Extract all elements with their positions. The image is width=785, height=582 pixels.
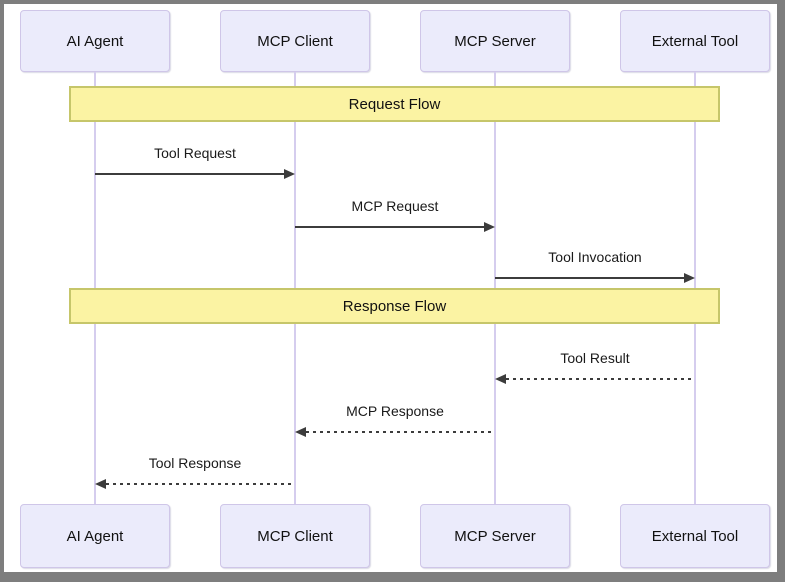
arrowhead-right-icon bbox=[284, 169, 295, 179]
message-label-tool-invocation: Tool Invocation bbox=[548, 249, 642, 265]
section-label: Request Flow bbox=[348, 95, 441, 113]
actor-box-mcp-client-top: MCP Client bbox=[220, 10, 370, 72]
section-bar-request-flow: Request Flow bbox=[69, 86, 720, 122]
section-bar-response-flow: Response Flow bbox=[69, 288, 720, 324]
arrowhead-left-icon bbox=[495, 374, 506, 384]
actor-box-mcp-client-bottom: MCP Client bbox=[220, 504, 370, 568]
message-arrow-tool-response bbox=[106, 483, 295, 485]
arrowhead-left-icon bbox=[295, 427, 306, 437]
message-label-tool-response: Tool Response bbox=[148, 455, 242, 471]
message-label-tool-request: Tool Request bbox=[154, 145, 236, 161]
actor-label: External Tool bbox=[651, 527, 739, 545]
message-arrow-tool-invocation bbox=[495, 277, 684, 279]
arrowhead-right-icon bbox=[484, 222, 495, 232]
message-label-mcp-request: MCP Request bbox=[351, 198, 439, 214]
actor-box-mcp-server-bottom: MCP Server bbox=[420, 504, 570, 568]
actor-label: MCP Server bbox=[454, 527, 536, 545]
actor-label: MCP Client bbox=[257, 32, 333, 50]
sequence-diagram-canvas: AI Agent MCP Client MCP Server External … bbox=[4, 4, 777, 572]
message-arrow-mcp-response bbox=[306, 431, 495, 433]
message-label-tool-result: Tool Result bbox=[560, 350, 630, 366]
actor-box-external-tool-bottom: External Tool bbox=[620, 504, 770, 568]
section-label: Response Flow bbox=[342, 297, 447, 315]
message-arrow-tool-result bbox=[506, 378, 695, 380]
actor-box-ai-agent-bottom: AI Agent bbox=[20, 504, 170, 568]
message-arrow-mcp-request bbox=[295, 226, 484, 228]
actor-box-external-tool-top: External Tool bbox=[620, 10, 770, 72]
actor-label: MCP Server bbox=[454, 32, 536, 50]
arrowhead-right-icon bbox=[684, 273, 695, 283]
actor-label: AI Agent bbox=[66, 527, 124, 545]
actor-label: MCP Client bbox=[257, 527, 333, 545]
arrowhead-left-icon bbox=[95, 479, 106, 489]
actor-box-ai-agent-top: AI Agent bbox=[20, 10, 170, 72]
message-label-mcp-response: MCP Response bbox=[346, 403, 444, 419]
actor-box-mcp-server-top: MCP Server bbox=[420, 10, 570, 72]
message-arrow-tool-request bbox=[95, 173, 284, 175]
actor-label: AI Agent bbox=[66, 32, 124, 50]
actor-label: External Tool bbox=[651, 32, 739, 50]
